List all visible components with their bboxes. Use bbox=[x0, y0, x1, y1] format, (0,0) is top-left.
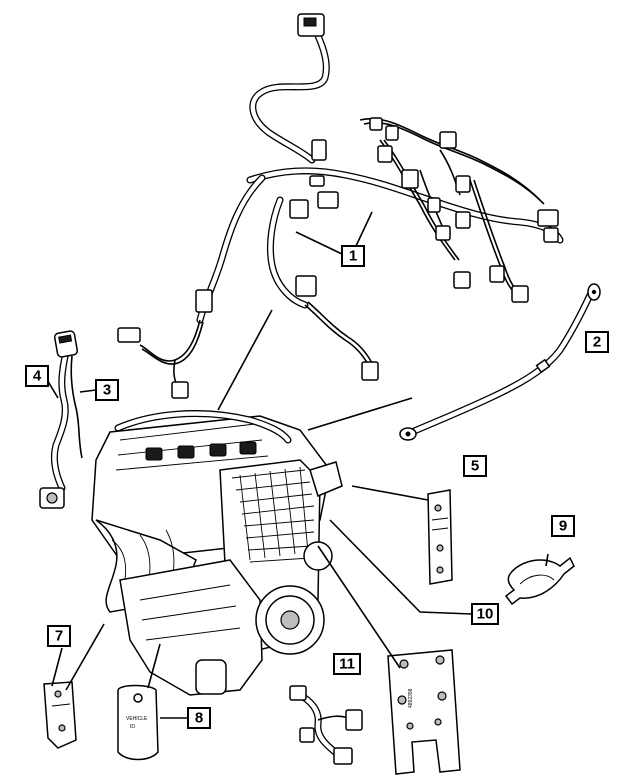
harness-connector bbox=[489, 265, 505, 283]
callout-5: 5 bbox=[463, 455, 487, 477]
clip-icon bbox=[504, 556, 575, 606]
harness-connector bbox=[289, 199, 309, 219]
harness-connector bbox=[385, 125, 399, 141]
svg-text:1: 1 bbox=[349, 248, 357, 265]
svg-text:VEHICLE: VEHICLE bbox=[126, 716, 148, 722]
callout-7: 7 bbox=[47, 625, 71, 647]
harness-connector bbox=[361, 361, 379, 381]
harness-connector bbox=[543, 227, 559, 243]
harness-connector bbox=[171, 381, 189, 399]
wiring-harness-icon bbox=[117, 13, 564, 399]
harness-connector bbox=[195, 289, 213, 313]
harness-connector bbox=[369, 117, 383, 131]
harness-connector bbox=[455, 175, 471, 193]
harness-connector bbox=[439, 131, 457, 149]
svg-text:8: 8 bbox=[195, 710, 203, 727]
ground-strap-icon bbox=[399, 283, 601, 441]
callout-10: 10 bbox=[471, 603, 499, 625]
callout-4: 4 bbox=[25, 365, 49, 387]
svg-text:5: 5 bbox=[471, 458, 479, 475]
harness-connector bbox=[511, 285, 529, 303]
wiring-harness-icon bbox=[289, 685, 363, 765]
harness-connector bbox=[453, 271, 471, 289]
svg-text:7: 7 bbox=[55, 628, 63, 645]
harness-connector bbox=[377, 145, 393, 163]
callout-2: 2 bbox=[585, 331, 609, 353]
svg-text:4892398: 4892398 bbox=[408, 688, 414, 708]
harness-connector bbox=[537, 209, 559, 227]
tag-icon: VEHICLE ID bbox=[117, 684, 159, 761]
leader-lines bbox=[45, 211, 549, 719]
callout-1: 1 bbox=[341, 245, 365, 267]
harness-connector bbox=[435, 225, 451, 241]
oxygen-sensor-icon bbox=[39, 330, 83, 509]
svg-text:4: 4 bbox=[33, 368, 42, 385]
svg-text:11: 11 bbox=[339, 656, 355, 673]
svg-text:2: 2 bbox=[593, 334, 601, 351]
callout-3: 3 bbox=[95, 379, 119, 401]
harness-connector bbox=[309, 175, 325, 187]
harness-connector bbox=[401, 169, 419, 189]
callout-11: 11 bbox=[333, 653, 361, 675]
callout-8: 8 bbox=[187, 707, 211, 729]
harness-connector bbox=[455, 211, 471, 229]
harness-connector bbox=[317, 191, 339, 209]
harness-connector bbox=[295, 275, 317, 297]
engine-assembly-icon bbox=[91, 410, 343, 696]
svg-text:10: 10 bbox=[477, 606, 494, 623]
harness-connector bbox=[117, 327, 141, 343]
harness-connector bbox=[427, 197, 441, 213]
svg-text:9: 9 bbox=[559, 518, 567, 535]
bracket-icon bbox=[43, 681, 77, 749]
bracket-icon bbox=[427, 489, 453, 585]
svg-text:3: 3 bbox=[103, 382, 111, 399]
bracket-icon: 4892398 bbox=[387, 649, 461, 775]
harness-connector bbox=[311, 139, 327, 161]
svg-text:ID: ID bbox=[130, 724, 135, 730]
callout-9: 9 bbox=[551, 515, 575, 537]
